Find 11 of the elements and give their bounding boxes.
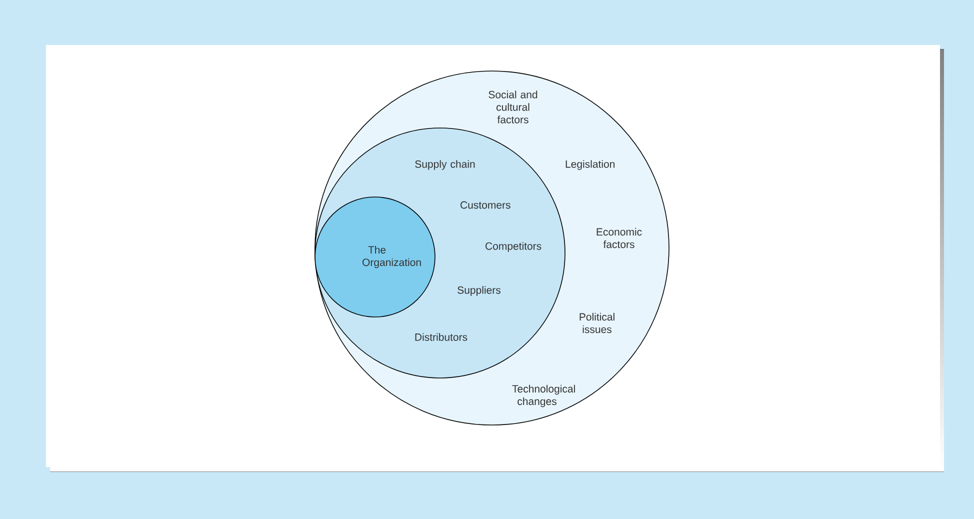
circle-label: Distributors bbox=[415, 333, 468, 341]
circle-label: Competitors bbox=[486, 242, 542, 252]
circle-label: Suppliers bbox=[458, 286, 500, 296]
circle-label: Supply chain bbox=[415, 160, 475, 170]
circle-label: Customers bbox=[460, 201, 510, 209]
circle-label: Economic factors bbox=[596, 228, 642, 248]
circle-label: Technological changes bbox=[512, 384, 575, 408]
circle-label: Social and cultural factors bbox=[488, 90, 538, 124]
circle-label: Political issues bbox=[580, 312, 614, 334]
circle-label: Legislation bbox=[566, 160, 615, 170]
circle-label: The Organization bbox=[362, 246, 421, 268]
